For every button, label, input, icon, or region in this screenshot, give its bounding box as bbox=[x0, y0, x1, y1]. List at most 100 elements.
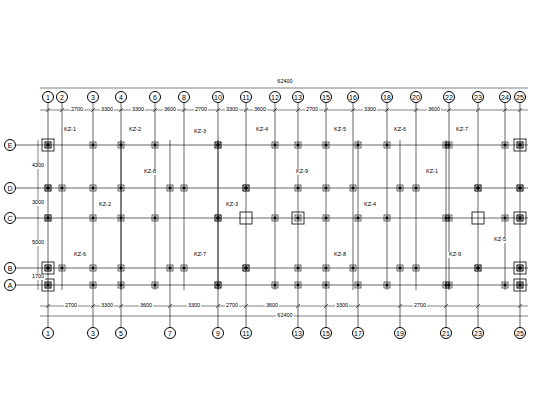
axis-number: 11 bbox=[242, 330, 249, 337]
axis-number: 22 bbox=[445, 94, 453, 101]
column-mark bbox=[386, 144, 389, 147]
grid-line bbox=[416, 103, 417, 290]
dimension-tick bbox=[385, 108, 389, 112]
footing-outline bbox=[167, 185, 173, 191]
axis-bubble: 16 bbox=[347, 91, 359, 103]
footing-outline bbox=[272, 282, 278, 288]
axis-number: 7 bbox=[168, 330, 172, 337]
footing-outline bbox=[118, 215, 124, 221]
dimension-text: 2700 bbox=[225, 303, 239, 309]
column-mark bbox=[183, 187, 186, 190]
footing-outline bbox=[355, 142, 361, 148]
column-mark bbox=[217, 284, 220, 287]
footing-outline bbox=[272, 142, 278, 148]
axis-number: 1 bbox=[46, 330, 50, 337]
axis-bubble: 11 bbox=[240, 91, 252, 103]
axis-bubble: 25 bbox=[514, 91, 526, 103]
axis-number: 13 bbox=[294, 94, 302, 101]
dimension-text: 3000 bbox=[31, 200, 45, 206]
dimension-tick bbox=[398, 304, 402, 308]
axis-bubble: 12 bbox=[269, 91, 281, 103]
dimension-tick bbox=[60, 108, 64, 112]
axis-number: 3 bbox=[91, 330, 95, 337]
footing-outline bbox=[152, 142, 158, 148]
dimension-tick bbox=[503, 108, 507, 112]
footing-outline bbox=[215, 215, 221, 221]
column-mark bbox=[120, 267, 123, 270]
dimension-text: 2700 bbox=[413, 303, 427, 309]
footing-outline bbox=[118, 185, 124, 191]
column-mark bbox=[154, 217, 157, 220]
dimension-tick bbox=[356, 304, 360, 308]
column-mark bbox=[217, 144, 220, 147]
axis-bubble: 4 bbox=[115, 91, 127, 103]
axis-number: 12 bbox=[271, 94, 279, 101]
axis-number: 2 bbox=[60, 94, 64, 101]
column-mark bbox=[352, 187, 355, 190]
axis-number: B bbox=[8, 265, 13, 272]
column-tag: KZ-6 bbox=[393, 127, 407, 133]
axis-bubble: 1 bbox=[42, 91, 54, 103]
axis-bubble: 13 bbox=[292, 91, 304, 103]
axis-number: 24 bbox=[501, 94, 509, 101]
dimension-text: 4300 bbox=[31, 163, 45, 169]
axis-number: A bbox=[8, 282, 13, 289]
axis-number: 18 bbox=[383, 94, 391, 101]
dimension-line bbox=[40, 88, 528, 89]
axis-bubble: 15 bbox=[320, 91, 332, 103]
footing-outline bbox=[443, 282, 449, 288]
footing-outline bbox=[355, 215, 361, 221]
axis-bubble: 13 bbox=[292, 327, 304, 339]
grid-line bbox=[170, 140, 171, 327]
axis-bubble: 6 bbox=[149, 91, 161, 103]
dimension-text: 3300 bbox=[100, 303, 114, 309]
axis-bubble: 3 bbox=[87, 91, 99, 103]
axis-number: 3 bbox=[91, 94, 95, 101]
dimension-text: 2700 bbox=[194, 107, 208, 113]
column-mark bbox=[445, 144, 448, 147]
column-mark bbox=[445, 217, 448, 220]
column-tag: KZ-8 bbox=[333, 252, 347, 258]
footing-outline bbox=[215, 282, 221, 288]
column-tag: KZ-3 bbox=[193, 129, 207, 135]
axis-bubble: 1 bbox=[42, 327, 54, 339]
dimension-tick bbox=[119, 108, 123, 112]
axis-number: 6 bbox=[153, 94, 157, 101]
axis-line bbox=[520, 103, 521, 327]
axis-number: D bbox=[7, 185, 12, 192]
column-tag: KZ-2 bbox=[128, 127, 142, 133]
column-tag: KZ-5 bbox=[333, 127, 347, 133]
dimension-tick bbox=[351, 108, 355, 112]
column-mark bbox=[120, 217, 123, 220]
footing-outline bbox=[350, 185, 356, 191]
column-tag: KZ-4 bbox=[255, 127, 269, 133]
dimension-text: 3600 bbox=[253, 107, 267, 113]
column-tag: KZ-2 bbox=[98, 202, 112, 208]
axis-line bbox=[478, 103, 479, 327]
axis-number: 23 bbox=[474, 94, 482, 101]
dimension-tick bbox=[119, 304, 123, 308]
axis-number: E bbox=[8, 142, 13, 149]
grid-line bbox=[275, 103, 276, 290]
axis-number: 16 bbox=[349, 94, 357, 101]
grid-line bbox=[358, 140, 359, 327]
footing-outline bbox=[413, 185, 419, 191]
axis-bubble: 10 bbox=[212, 91, 224, 103]
axis-bubble: E bbox=[4, 139, 16, 151]
axis-number: 4 bbox=[119, 94, 123, 101]
grid-line bbox=[218, 140, 219, 327]
dimension-text: 3600 bbox=[139, 303, 153, 309]
column-mark bbox=[61, 187, 64, 190]
column-tag: KZ-9 bbox=[448, 252, 462, 258]
dimension-text: 2700 bbox=[64, 303, 78, 309]
column-mark bbox=[183, 267, 186, 270]
column-mark bbox=[154, 144, 157, 147]
axis-bubble: C bbox=[4, 212, 16, 224]
column-mark bbox=[445, 284, 448, 287]
axis-number: 1 bbox=[46, 94, 50, 101]
column-mark bbox=[504, 284, 507, 287]
axis-line bbox=[48, 103, 49, 327]
column-tag: KZ-1 bbox=[425, 169, 439, 175]
footing-outline bbox=[413, 265, 419, 271]
